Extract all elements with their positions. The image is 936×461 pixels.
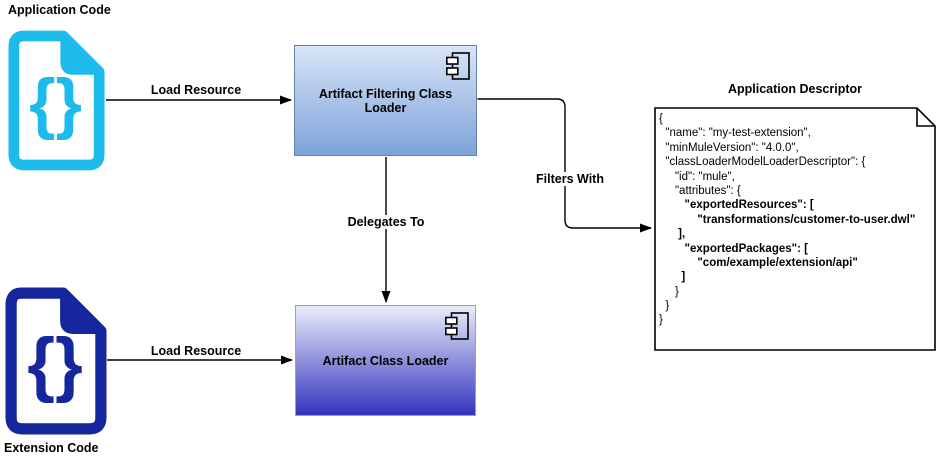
uml-component-icon [445,312,469,340]
application-descriptor-title: Application Descriptor [727,82,863,96]
artifact-filtering-class-loader-box: Artifact Filtering Class Loader [294,45,477,156]
descriptor-code-line: "name": "my-test-extension", [659,127,811,140]
descriptor-code-line: } [659,285,679,298]
descriptor-code-line: } [659,314,663,327]
descriptor-code-line: ] [659,271,686,284]
descriptor-code-line: "exportedResources": [ [659,199,814,212]
descriptor-code-line: "minMuleVersion": "4.0.0", [659,141,799,154]
delegates-to-label: Delegates To [344,215,428,229]
load-resource-ext-label: Load Resource [147,344,245,358]
descriptor-code: { "name": "my-test-extension", "minMuleV… [659,112,915,328]
code-braces-glyph: {} [29,66,82,141]
descriptor-code-line: "exportedPackages": [ [659,242,808,255]
application-code-file-icon: {} [8,30,105,171]
descriptor-code-line: "transformations/customer-to-user.dwl" [659,213,916,226]
uml-component-icon [446,52,470,80]
descriptor-code-line: "attributes": { [659,184,741,197]
descriptor-code-line: ], [659,228,686,241]
descriptor-code-line: "id": "mule", [659,170,735,183]
extension-code-file-icon: {} [5,287,107,435]
descriptor-code-line: "classLoaderModelLoaderDescriptor": { [659,156,866,169]
artifact-class-loader-box: Artifact Class Loader [295,305,476,416]
application-descriptor-document [654,107,936,351]
code-braces-glyph: {} [27,324,83,404]
artifact-filtering-class-loader-title: Artifact Filtering Class Loader [318,86,453,115]
descriptor-code-line: } [659,300,670,313]
edge-filters-with [477,98,652,233]
filters-with-label: Filters With [533,172,607,186]
load-resource-app-label: Load Resource [147,83,245,97]
application-code-label: Application Code [8,3,111,17]
extension-code-label: Extension Code [4,441,99,455]
descriptor-code-line: { [659,113,663,125]
artifact-class-loader-title: Artifact Class Loader [322,353,449,368]
descriptor-code-line: "com/example/extension/api" [659,256,858,269]
